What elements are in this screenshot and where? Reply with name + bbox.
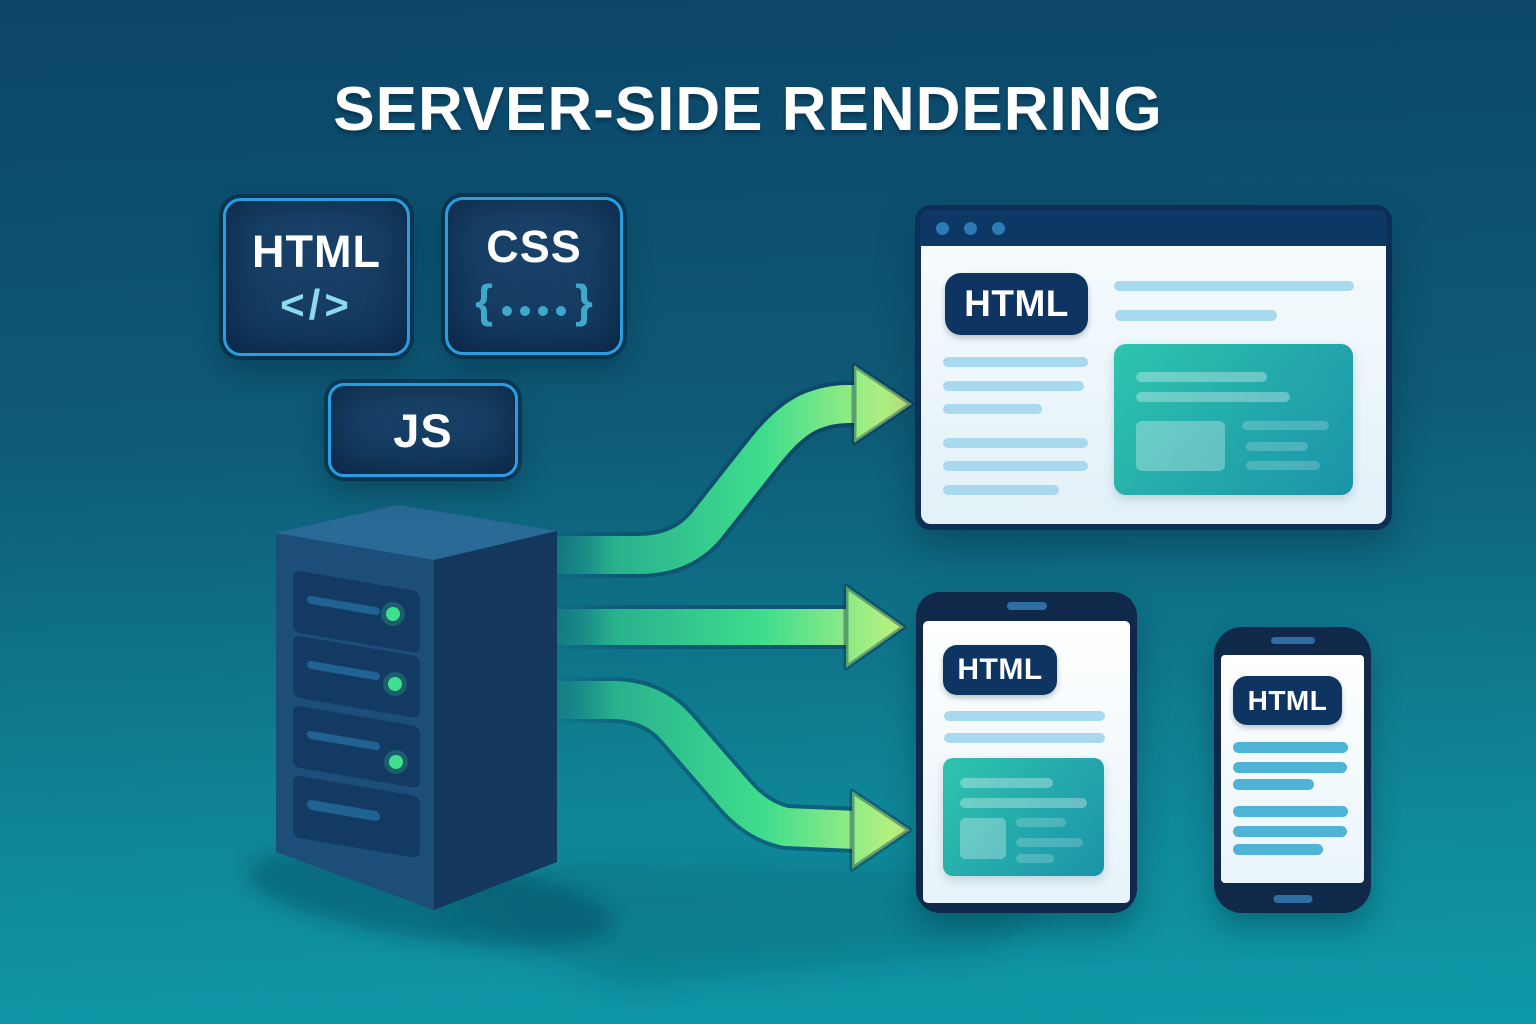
html-card: HTML </> [223, 198, 410, 356]
server-rack-slots [293, 571, 420, 858]
phone-html-badge: HTML [1233, 676, 1342, 725]
text-line [1016, 854, 1054, 863]
server-leds [381, 602, 408, 774]
text-line [1233, 762, 1347, 773]
text-line [1115, 310, 1277, 321]
speaker-slot-icon [1006, 602, 1047, 610]
server-illustration [276, 505, 557, 910]
phone-device: HTML [1214, 627, 1371, 913]
text-line [1016, 818, 1066, 827]
text-line [1246, 442, 1308, 451]
code-tag-icon: </> [280, 280, 353, 328]
home-bar-icon [1273, 895, 1312, 903]
text-line [960, 778, 1053, 788]
server-side-face [434, 531, 557, 910]
open-brace: { [475, 274, 493, 327]
article-card [943, 758, 1104, 876]
arrow-to-browser [542, 362, 915, 578]
text-line [943, 485, 1059, 495]
text-line [1233, 779, 1314, 790]
text-line [1016, 838, 1083, 847]
article-card [1114, 344, 1353, 495]
window-control-icon [992, 221, 1005, 235]
text-line [944, 711, 1105, 721]
tablet-html-badge: HTML [943, 645, 1057, 695]
text-line [944, 733, 1105, 743]
text-line [943, 357, 1088, 367]
led-icon [389, 755, 403, 769]
arrow-to-phone [542, 677, 913, 872]
js-card-label: JS [393, 403, 453, 457]
image-placeholder [1136, 421, 1225, 471]
image-placeholder [960, 818, 1006, 859]
server-top-face [276, 505, 557, 560]
text-line [943, 461, 1088, 471]
text-line [1233, 742, 1348, 753]
text-line [1242, 421, 1329, 430]
text-line [943, 438, 1088, 448]
browser-window: HTML [915, 205, 1392, 530]
text-line [960, 798, 1087, 808]
text-line [943, 404, 1042, 414]
css-card: CSS { } [445, 197, 623, 355]
text-line [1246, 461, 1320, 470]
text-line [1233, 844, 1323, 855]
speaker-slot-icon [1270, 637, 1315, 644]
text-line [1233, 826, 1347, 837]
text-line [1233, 806, 1348, 817]
tablet-screen: HTML [923, 621, 1130, 903]
text-line [1136, 372, 1267, 382]
text-line [1136, 392, 1290, 402]
close-brace: } [575, 274, 593, 327]
led-icon [386, 607, 400, 621]
arrow-to-tablet [542, 583, 907, 671]
tablet-device: HTML [916, 592, 1137, 913]
braces-icon: { } [475, 277, 593, 329]
phone-screen: HTML [1221, 655, 1364, 883]
css-card-label: CSS [486, 220, 582, 272]
window-control-icon [964, 221, 977, 235]
browser-html-badge: HTML [945, 273, 1088, 335]
html-card-label: HTML [252, 225, 381, 277]
led-icon [388, 677, 402, 691]
text-line [943, 381, 1084, 391]
window-control-icon [936, 221, 949, 235]
page-title: SERVER-SIDE RENDERING [333, 75, 1163, 144]
js-card: JS [328, 383, 518, 477]
css-dots [502, 305, 566, 316]
text-line [1114, 281, 1354, 291]
browser-titlebar [920, 210, 1387, 246]
